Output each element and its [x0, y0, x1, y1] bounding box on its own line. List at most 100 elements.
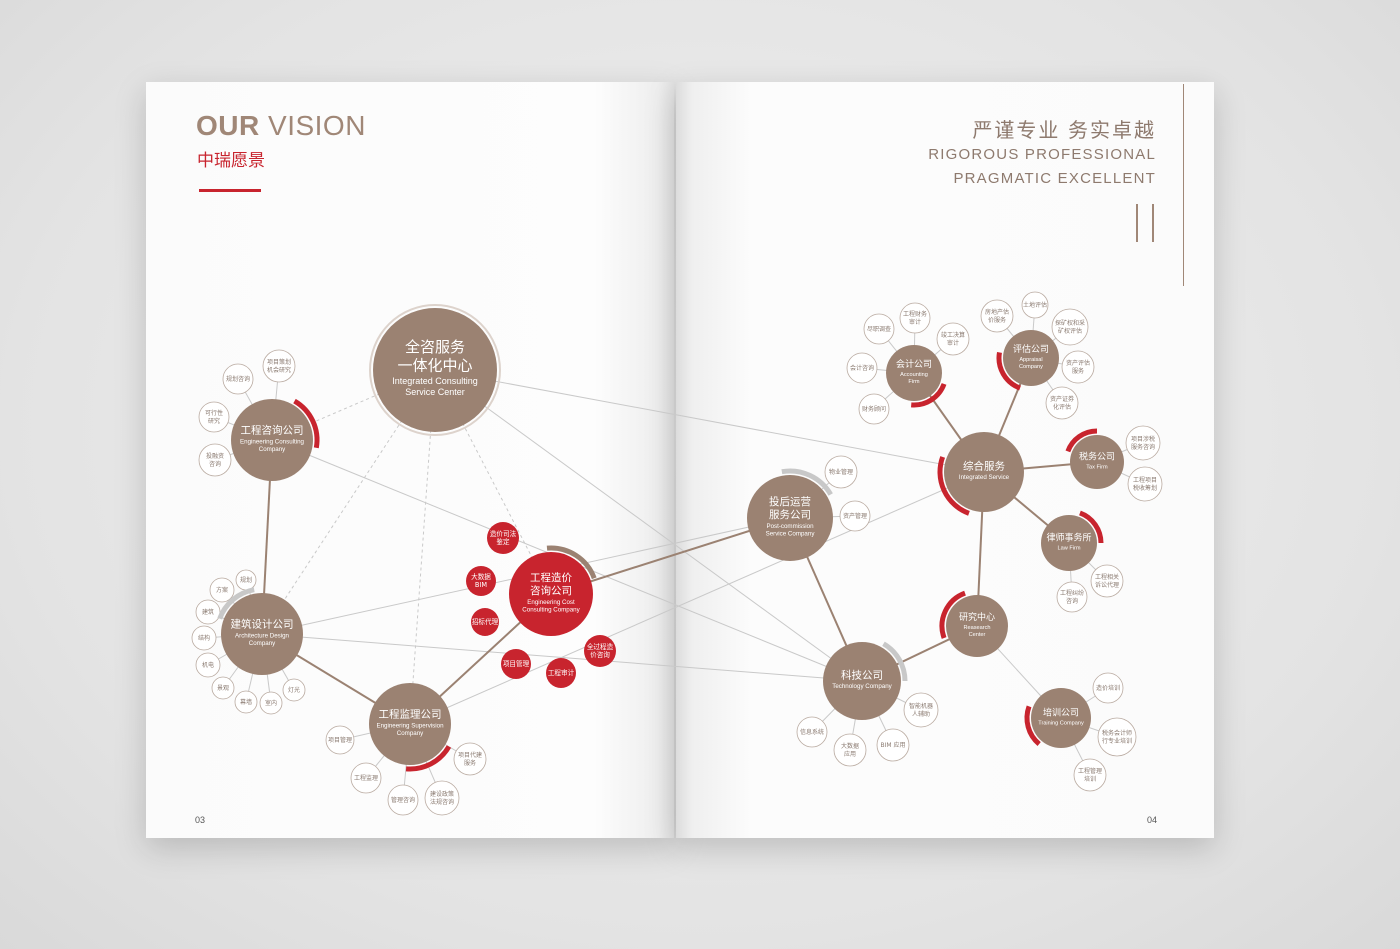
- satellite-label: 审计: [947, 339, 959, 347]
- satellite-label: 招标代理: [472, 617, 499, 626]
- satellite-node: 信息系统: [796, 716, 828, 748]
- satellite-node: 结构: [191, 625, 217, 651]
- node-title-cn: 税务公司: [1079, 451, 1115, 463]
- satellite-node: 工程审计: [546, 658, 576, 688]
- slogan-en-line2: PRAGMATIC EXCELLENT: [953, 170, 1156, 187]
- node-circle: [1041, 515, 1097, 571]
- satellite-label: 服务: [1072, 367, 1084, 375]
- thin-connector: [409, 471, 985, 725]
- satellite-circle: [1021, 291, 1049, 319]
- vision-title-rest: VISION: [259, 110, 366, 141]
- node-title-cn: 投后运营: [769, 495, 811, 508]
- satellite-node: 财务顾问: [858, 393, 890, 425]
- satellite-circle: [198, 443, 232, 477]
- satellite-label: 税务会计师: [1102, 729, 1132, 737]
- deco-bar-1: [1136, 204, 1138, 242]
- accent-arc: [910, 382, 947, 408]
- satellite-circle: [876, 728, 910, 762]
- node-circle: [221, 593, 303, 675]
- thin-connector: [434, 369, 985, 473]
- satellite-circle: [234, 690, 258, 714]
- node-circle: [369, 683, 451, 765]
- satellite-circle: [211, 676, 235, 700]
- node-title-en: Technology Company: [832, 683, 892, 690]
- node-title-en: Firm: [908, 379, 920, 385]
- node-title-en: Engineering Consulting: [240, 438, 305, 445]
- satellite-circle: [833, 733, 867, 767]
- satellite-node: 建筑: [195, 599, 221, 625]
- node-title-en: Appraisal: [1019, 357, 1042, 363]
- satellite-label: 投融资: [206, 452, 224, 460]
- node-title-cn: 评估公司: [1013, 343, 1049, 355]
- page-number-right: 04: [1147, 815, 1158, 825]
- satellite-label: 结构: [198, 634, 210, 642]
- satellite-label: 工程财务: [903, 310, 927, 318]
- satellite-circle: [1056, 581, 1088, 613]
- satellite-label: 工程管理: [1078, 767, 1102, 775]
- satellite-label: 资产管理: [843, 512, 867, 520]
- satellite-circle: [584, 635, 616, 667]
- satellite-circle: [1090, 564, 1124, 598]
- satellite-label: 灯光: [288, 686, 300, 694]
- satellite-label: 项目管理: [503, 659, 530, 668]
- satellite-circle: [1073, 758, 1107, 792]
- satellite-label: 可行性: [205, 409, 223, 417]
- satellite-node: 方案: [209, 577, 235, 603]
- satellite-label: 培训: [1084, 775, 1096, 783]
- satellite-label: 大数据: [841, 742, 859, 750]
- accent-arc: [937, 456, 970, 516]
- page-number-left: 03: [195, 815, 206, 825]
- satellite-label: 机会研究: [267, 366, 291, 374]
- node-title-en: Architecture Design: [235, 632, 290, 639]
- node-title-cn: 咨询公司: [530, 584, 572, 597]
- vision-subtitle-cn: 中瑞愿景: [197, 151, 265, 170]
- node-circle: [886, 345, 942, 401]
- satellite-circle: [424, 780, 460, 816]
- node-title-en: Service Company: [766, 531, 816, 538]
- satellite-circle: [1097, 717, 1137, 757]
- satellite-label: 信息系统: [800, 728, 824, 736]
- accent-arc: [293, 398, 320, 449]
- satellite-label: 行专业培训: [1102, 737, 1132, 745]
- satellite-label: 价咨询: [590, 650, 610, 659]
- node-circle: [1031, 688, 1091, 748]
- satellite-node: 工程监理: [350, 762, 382, 794]
- node-title-en: Engineering Supervision: [376, 722, 444, 729]
- node-title-en: Company: [1019, 364, 1043, 370]
- node-title-en: Consulting Company: [522, 607, 580, 614]
- node-circle: [1003, 330, 1059, 386]
- satellite-circle: [501, 649, 531, 679]
- satellite-label: 应用: [844, 750, 856, 758]
- satellite-node: 灯光: [282, 678, 306, 702]
- accent-arc: [217, 587, 255, 620]
- satellite-label: BIM: [475, 581, 487, 589]
- satellite-circle: [195, 652, 221, 678]
- satellite-circle: [980, 299, 1014, 333]
- accent-arc: [546, 545, 597, 580]
- satellite-circle: [1125, 425, 1161, 461]
- satellite-label: 财务顾问: [862, 405, 886, 413]
- satellite-label: 探矿权和采: [1055, 319, 1085, 327]
- satellite-label: 服务: [464, 759, 476, 767]
- accent-arc: [1024, 705, 1041, 746]
- satellite-label: BIM 应用: [881, 741, 906, 749]
- satellite-label: 物业管理: [829, 468, 853, 476]
- right-page: [676, 82, 1214, 838]
- satellite-circle: [899, 302, 931, 334]
- satellite-node: 景观: [211, 676, 235, 700]
